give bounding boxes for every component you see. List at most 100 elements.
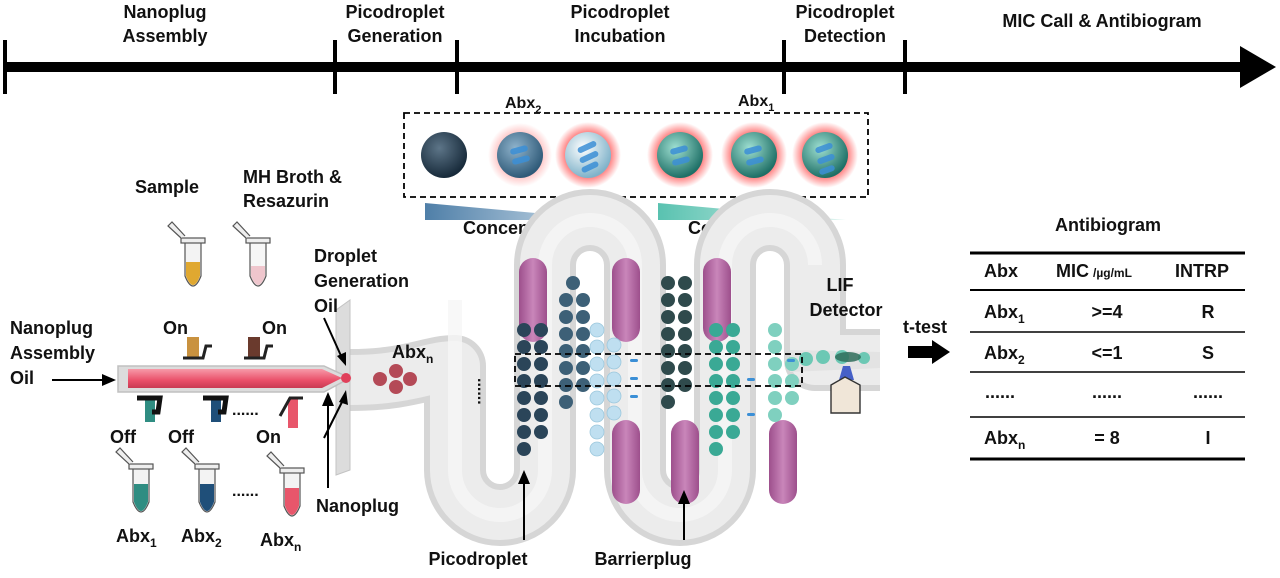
stage-generation-label: Generation [347, 26, 442, 46]
col-abx-header: Abx [984, 261, 1018, 281]
row-mic-cell: = 8 [1094, 428, 1120, 448]
ttest-arrow [932, 340, 950, 364]
row-abx-cell: Abx1 [984, 302, 1025, 326]
picodroplet-label: Picodroplet [428, 549, 527, 569]
assembly-oil-label: Oil [10, 368, 34, 388]
valve-on-label: On [163, 318, 188, 338]
lif-detector: LIF Detector [809, 275, 883, 414]
droplet-abx1-high [657, 132, 703, 178]
abxn-label: Abxn [392, 342, 433, 366]
row-mic-cell: ...... [1092, 382, 1122, 402]
nanoplug-label: Nanoplug [316, 496, 399, 516]
stage-incubation-label: Picodroplet [570, 2, 669, 22]
barrierplug-label: Barrierplug [594, 549, 691, 569]
valve-switch-on [278, 396, 303, 417]
broth-label: Resazurin [243, 191, 329, 211]
row-abx-cell: ...... [985, 382, 1015, 402]
reagent-tubes: ...... [115, 221, 305, 517]
timeline-tick [782, 40, 786, 94]
timeline-tick [3, 40, 7, 94]
valve-dots: ...... [232, 402, 259, 419]
abx2-valve [211, 398, 221, 422]
legend-box [403, 112, 869, 198]
stage-detection-label: Picodroplet [795, 2, 894, 22]
abx2-tube-label: Abx2 [181, 526, 222, 550]
stage-assembly-label: Nanoplug [124, 2, 207, 22]
bacteria-icons [510, 141, 835, 175]
ttest-label: t-test [903, 317, 947, 337]
laser-beam [839, 366, 854, 380]
valve-switch-off [203, 395, 229, 415]
sample-label: Sample [135, 177, 199, 197]
abxn-droplets: Abxn [373, 342, 433, 394]
lif-label: Detector [809, 300, 882, 320]
abx1-tube-label: Abx1 [116, 526, 157, 550]
valve-on-label: On [262, 318, 287, 338]
valve-off-label: Off [110, 427, 137, 447]
col-mic-header: MIC/µg/mL [1056, 261, 1132, 281]
assembly-labels: Sample MH Broth & Resazurin Droplet Gene… [10, 167, 409, 554]
abx1-legend-label: Abx1 [738, 93, 774, 114]
detector-housing [830, 376, 861, 414]
incubation-legend: Abx2 Abx1 Concentration Co [403, 93, 869, 238]
droplet-abx2-high [421, 132, 467, 178]
tube-dots: ...... [232, 483, 259, 500]
abx1-tube [115, 447, 154, 513]
valve-switch-off [137, 395, 163, 415]
valve-switch-on [183, 344, 212, 360]
broth-valve [248, 337, 260, 358]
timeline-tick [903, 40, 907, 94]
stage-incubation-label: Incubation [575, 26, 666, 46]
abxn-tube [266, 451, 305, 517]
barrier-plugs [519, 258, 797, 504]
row-interp-cell: S [1202, 343, 1214, 363]
channel-pointers: Picodroplet Barrierplug [428, 470, 692, 569]
sample-tube [167, 221, 206, 287]
assembly-oil-label: Nanoplug [10, 318, 93, 338]
sample-valve [187, 337, 199, 358]
antibiogram-title: Antibiogram [1055, 215, 1161, 235]
row-abx-cell: Abx2 [984, 343, 1025, 367]
detection-window [514, 353, 803, 387]
droplet-abx1-mid [731, 132, 777, 178]
col-interp-header: INTRP [1175, 261, 1229, 281]
stage-detection-label: Detection [804, 26, 886, 46]
stage-generation-label: Picodroplet [345, 2, 444, 22]
ttest-step: t-test [903, 317, 950, 364]
abxn-tube-label: Abxn [260, 530, 301, 554]
valve-on-label: On [256, 427, 281, 447]
abxn-valve [288, 398, 298, 428]
valve-off-label: Off [168, 427, 195, 447]
timeline-bar [4, 62, 1244, 72]
broth-tube [232, 221, 271, 287]
timeline-tick [333, 40, 337, 94]
assembly-device: On On Off Off On ...... [110, 299, 352, 476]
valve-switch-on [244, 344, 273, 360]
assembly-arrows [52, 317, 348, 488]
picodroplet-grid: ...... [474, 276, 870, 457]
incubation-channel [349, 189, 880, 546]
stage-assembly-label: Assembly [122, 26, 207, 46]
assembly-oil-label: Assembly [10, 343, 95, 363]
abx2-legend-label: Abx2 [505, 95, 541, 116]
broth-label: MH Broth & [243, 167, 342, 187]
timeline-arrowhead [1240, 46, 1276, 88]
droplet-abx2-mid [497, 132, 543, 178]
droplet-oil-label: Generation [314, 271, 409, 291]
row-mic-cell: >=4 [1091, 302, 1122, 322]
row-interp-cell: R [1202, 302, 1215, 322]
row-interp-cell: I [1205, 428, 1210, 448]
abx1-valve [145, 398, 155, 422]
droplet-abx1-low [802, 132, 848, 178]
lif-label: LIF [827, 275, 854, 295]
channel-vertical-dots: ...... [474, 378, 491, 405]
row-mic-cell: <=1 [1091, 343, 1122, 363]
droplet-oil-label: Droplet [314, 246, 377, 266]
stage-mic-label: MIC Call & Antibiogram [1002, 11, 1201, 31]
row-interp-cell: ...... [1193, 382, 1223, 402]
timeline: Nanoplug Assembly Picodroplet Generation… [3, 2, 1276, 94]
antibiogram-table: Antibiogram Abx MIC/µg/mL INTRP Abx1 >=4… [970, 215, 1245, 461]
abx2-tube [181, 447, 220, 513]
row-abx-cell: Abxn [984, 428, 1025, 452]
